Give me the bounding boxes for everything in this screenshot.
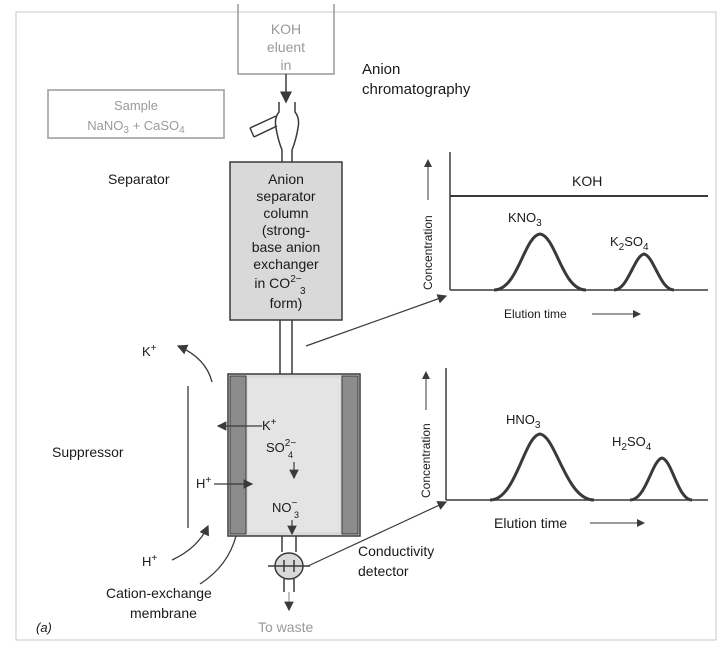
membrane-label-2: membrane (130, 605, 197, 621)
column-line-7: in CO2− (254, 274, 301, 291)
eluent-label-3: in (281, 57, 292, 73)
sample-label-2: NaNO3 + CaSO4 (87, 118, 185, 136)
column-line-3: column (263, 205, 308, 221)
title-line-2: chromatography (362, 81, 471, 98)
figure-frame (15, 11, 717, 641)
ion-no3: NO− (272, 498, 298, 515)
detector-label-1: Conductivity (358, 543, 434, 559)
suppressor (227, 373, 361, 537)
waste-label: To waste (258, 619, 313, 635)
bottom-peak2-label: H2SO4 (612, 434, 652, 453)
ion-k-inner: K+ (262, 417, 277, 433)
ion-h-left: H+ (196, 475, 211, 491)
figure-tag: (a) (36, 620, 52, 635)
top-peak1-label: KNO3 (508, 210, 542, 229)
ion-h-bottom: H+ (142, 553, 157, 569)
top-peak-kno3 (493, 232, 587, 292)
detector-label-2: detector (358, 563, 409, 579)
column-line-4: (strong- (262, 222, 311, 238)
top-y-label: Concentration (421, 215, 435, 290)
top-peak2-label: K2SO4 (610, 234, 649, 253)
membrane-pointer (199, 535, 237, 585)
middle-tube (279, 320, 293, 374)
column-line-7-sub: 3 (300, 286, 306, 297)
ion-k-top: K+ (142, 343, 157, 359)
bottom-chromatogram: HNO3 H2SO4 Concentration Elution time (419, 368, 708, 531)
bottom-x-label: Elution time (494, 515, 567, 531)
sample-injector: Sample NaNO3 + CaSO4 (47, 89, 278, 139)
k-curve-arrow (176, 344, 213, 383)
bottom-peak1-label: HNO3 (506, 412, 541, 431)
column-line-6: exchanger (253, 256, 319, 272)
ion-no3-sub: 3 (294, 510, 299, 520)
sample-box (47, 89, 225, 139)
column-body (229, 161, 343, 321)
separator-column: Anion separator column (strong- base ani… (229, 161, 343, 321)
separator-label: Separator (108, 171, 170, 187)
separator-to-plot-arrow (305, 294, 448, 347)
outlet-tube (281, 536, 297, 552)
top-chromatogram: KOH KNO3 K2SO4 Concentration Elution tim… (421, 152, 708, 321)
top-baseline-label: KOH (572, 173, 602, 189)
suppressor-label: Suppressor (52, 444, 124, 460)
detector-to-plot-arrow (307, 501, 448, 567)
inlet-tube (274, 102, 300, 162)
top-x-label: Elution time (504, 307, 567, 321)
title-line-1: Anion (362, 61, 400, 78)
column-line-8: form) (270, 295, 303, 311)
column-line-5: base anion (252, 239, 321, 255)
membrane-right (341, 375, 359, 535)
membrane-label-1: Cation-exchange (106, 585, 212, 601)
h-curve-arrow (171, 524, 209, 561)
bottom-y-label: Concentration (419, 423, 433, 498)
membrane-left (229, 375, 247, 535)
eluent-label-2: eluent (267, 39, 305, 55)
column-line-2: separator (256, 188, 315, 204)
ion-so4-sub: 4 (288, 450, 293, 460)
bottom-peak-h2so4 (629, 456, 693, 502)
column-line-1: Anion (268, 171, 304, 187)
eluent-inlet: KOH eluent in (237, 4, 335, 104)
ion-so4: SO2− (266, 438, 296, 455)
eluent-label-1: KOH (271, 21, 301, 37)
bottom-peak-hno3 (489, 432, 595, 502)
sample-label-1: Sample (114, 98, 158, 113)
top-peak-k2so4 (613, 252, 675, 292)
